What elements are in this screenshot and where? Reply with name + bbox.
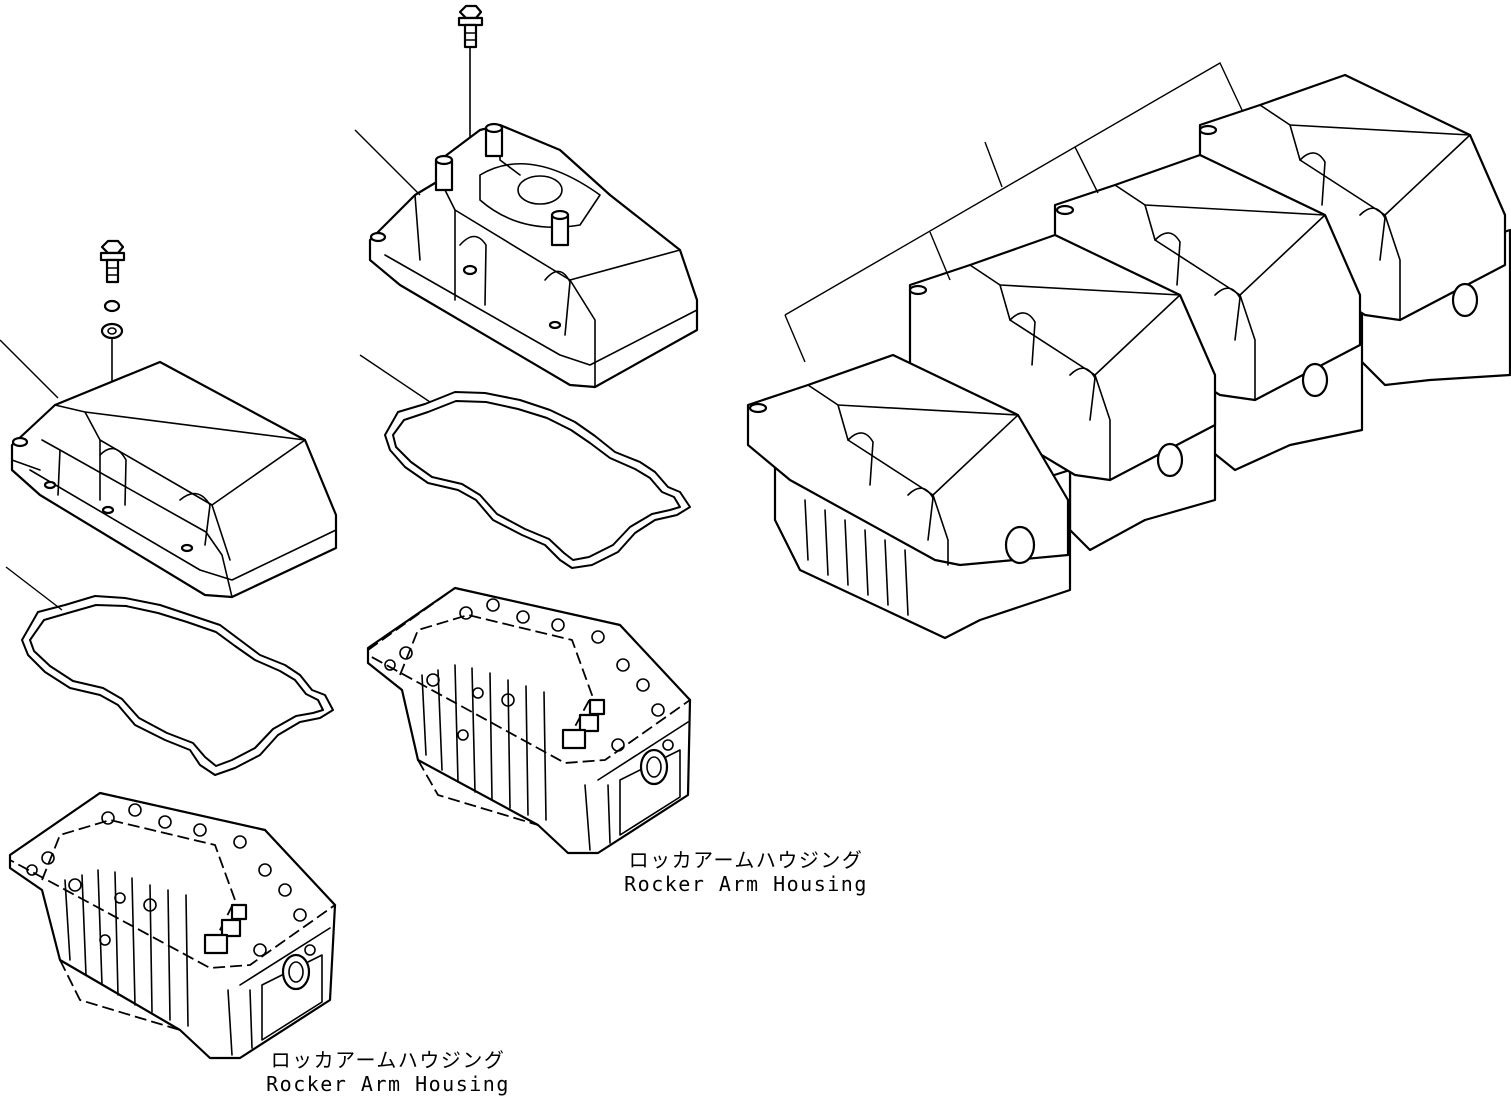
head-cover-left	[10, 360, 338, 599]
caption-rocker-arm-housing-left: ロッカアームハウジング Rocker Arm Housing	[258, 1048, 518, 1096]
head-cover-middle	[368, 122, 699, 389]
caption-en: Rocker Arm Housing	[624, 872, 868, 896]
gasket-left	[21, 595, 334, 776]
caption-en: Rocker Arm Housing	[266, 1072, 510, 1096]
caption-jp: ロッカアームハウジング	[270, 1048, 506, 1072]
leader-lines	[0, 129, 431, 611]
caption-rocker-arm-housing-middle: ロッカアームハウジング Rocker Arm Housing	[616, 848, 876, 896]
rocker-arm-housing-left	[8, 791, 337, 1060]
caption-jp: ロッカアームハウジング	[628, 848, 864, 872]
engine-head-assembly	[746, 62, 1511, 640]
rocker-arm-housing-middle	[366, 586, 692, 855]
gasket-middle	[384, 391, 691, 569]
